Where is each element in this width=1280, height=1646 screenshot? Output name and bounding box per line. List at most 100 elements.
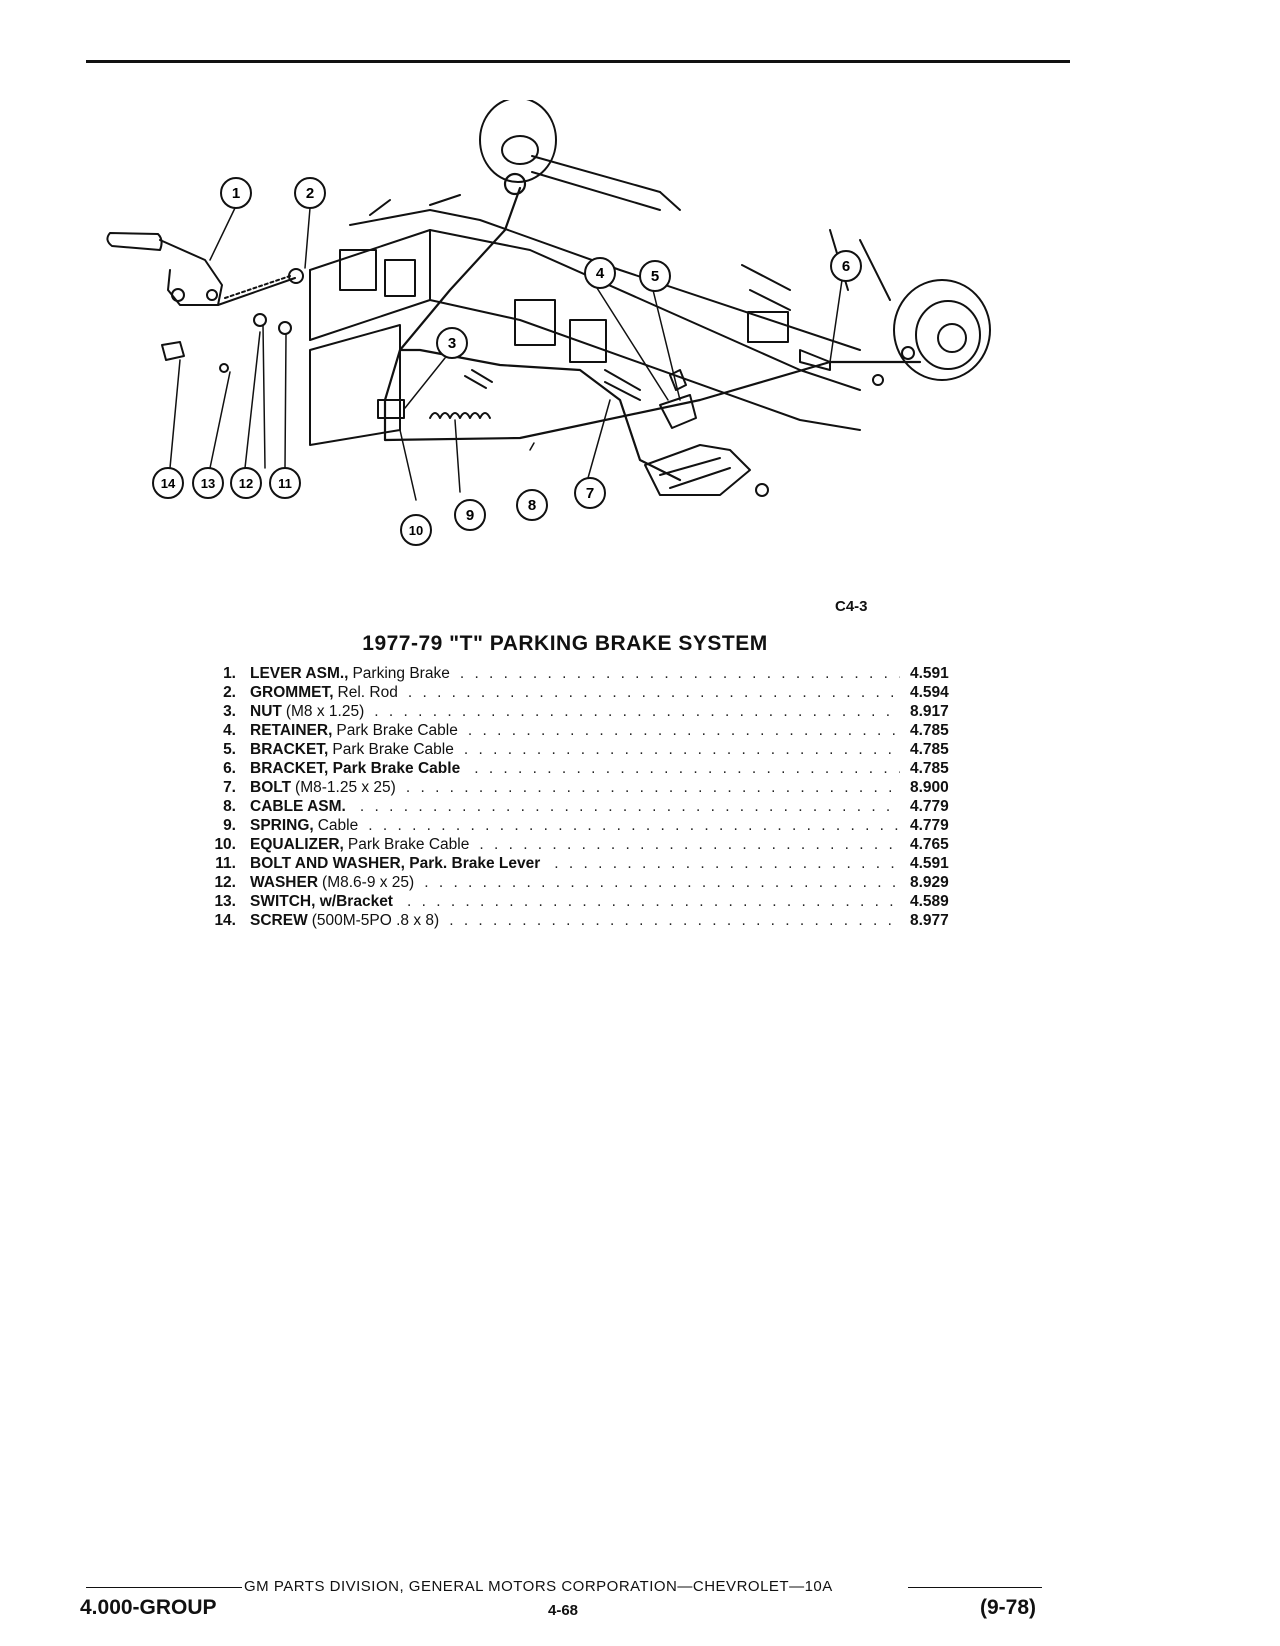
part-name: BRACKET, Park Brake Cable xyxy=(250,760,461,777)
list-item: 8. CABLE ASM. 4.779 xyxy=(190,797,970,816)
top-rule xyxy=(86,60,1070,63)
svg-text:4: 4 xyxy=(596,265,605,282)
group-code: 4.785 xyxy=(910,722,949,739)
svg-text:13: 13 xyxy=(201,476,215,491)
footer-rule-right xyxy=(908,1587,1042,1588)
svg-text:11: 11 xyxy=(278,476,292,491)
part-description: Rel. Rod xyxy=(337,684,398,701)
part-name: LEVER ASM., xyxy=(250,665,349,682)
group-code: 4.785 xyxy=(910,760,949,777)
callout-11: 11 xyxy=(269,467,301,499)
part-name: SCREW xyxy=(250,912,308,929)
left-hardware xyxy=(161,268,304,373)
svg-text:5: 5 xyxy=(651,268,659,285)
part-number: 2. xyxy=(223,684,236,701)
callout-5: 5 xyxy=(639,260,671,292)
svg-text:12: 12 xyxy=(239,476,253,491)
list-item: 10. EQUALIZER, Park Brake Cable 4.765 xyxy=(190,835,970,854)
list-item: 3. NUT (M8 x 1.25) 8.917 xyxy=(190,702,970,721)
part-name: SPRING, xyxy=(250,817,314,834)
list-item: 13. SWITCH, w/Bracket 4.589 xyxy=(190,892,970,911)
part-number: 4. xyxy=(223,722,236,739)
callout-10: 10 xyxy=(400,514,432,546)
part-description: Park Brake Cable xyxy=(336,722,458,739)
callout-13: 13 xyxy=(192,467,224,499)
part-name: SWITCH, w/Bracket xyxy=(250,893,393,910)
part-number: 11. xyxy=(215,855,236,872)
list-item: 2. GROMMET, Rel. Rod 4.594 xyxy=(190,683,970,702)
list-item: 7. BOLT (M8-1.25 x 25) 8.900 xyxy=(190,778,970,797)
svg-text:1: 1 xyxy=(232,185,240,202)
svg-text:2: 2 xyxy=(306,185,314,202)
callout-9: 9 xyxy=(454,499,486,531)
leader-lines xyxy=(169,207,843,501)
svg-text:8: 8 xyxy=(528,497,536,514)
part-name: CABLE ASM. xyxy=(250,798,346,815)
footer-date: (9-78) xyxy=(980,1596,1037,1619)
brake-cable xyxy=(383,172,922,482)
dot-leader xyxy=(408,683,900,702)
svg-text:7: 7 xyxy=(586,485,594,502)
dot-leader xyxy=(460,664,900,683)
group-code: 4.591 xyxy=(910,855,949,872)
part-number: 3. xyxy=(223,703,236,720)
dot-leader xyxy=(368,816,900,835)
svg-text:3: 3 xyxy=(448,335,456,352)
callout-7: 7 xyxy=(574,477,606,509)
part-description: Park Brake Cable xyxy=(347,836,470,853)
part-description: (M8 x 1.25) xyxy=(285,703,365,720)
footer-division: GM PARTS DIVISION, GENERAL MOTORS CORPOR… xyxy=(244,1578,833,1595)
dot-leader xyxy=(407,892,900,911)
callout-12: 12 xyxy=(230,467,262,499)
part-name: EQUALIZER, xyxy=(250,836,344,853)
part-name: BOLT xyxy=(250,779,292,796)
dot-leader xyxy=(554,854,900,873)
callout-6: 6 xyxy=(830,250,862,282)
dot-leader xyxy=(374,702,900,721)
callout-1: 1 xyxy=(220,177,252,209)
equalizer-assembly xyxy=(377,369,493,419)
dot-leader xyxy=(464,740,900,759)
group-code: 8.977 xyxy=(910,912,949,929)
dot-leader xyxy=(449,911,900,930)
page-title: 1977-79 "T" PARKING BRAKE SYSTEM xyxy=(362,632,768,655)
part-description: Cable xyxy=(317,817,359,834)
group-code: 4.779 xyxy=(910,817,949,834)
dot-leader xyxy=(406,778,900,797)
part-name: BOLT AND WASHER, Park. Brake Lever xyxy=(250,855,541,872)
dot-leader xyxy=(474,759,900,778)
part-description: Park Brake Cable xyxy=(332,741,454,758)
group-code: 4.765 xyxy=(910,836,949,853)
list-item: 4. RETAINER, Park Brake Cable 4.785 xyxy=(190,721,970,740)
dot-leader xyxy=(468,721,900,740)
parking-brake-diagram: 1 2 3 4 5 6 7 8 9 10 11 12 13 14 xyxy=(106,100,991,546)
group-code: 8.900 xyxy=(910,779,949,796)
part-name: WASHER xyxy=(250,874,319,891)
footer-group: 4.000-GROUP xyxy=(80,1596,217,1619)
group-code: 8.917 xyxy=(910,703,949,720)
part-number: 13. xyxy=(214,893,236,910)
group-code: 4.594 xyxy=(910,684,949,701)
dot-leader xyxy=(424,873,900,892)
part-number: 12. xyxy=(214,874,236,891)
part-number: 9. xyxy=(223,817,236,834)
part-description: (M8.6-9 x 25) xyxy=(322,874,415,891)
part-name: RETAINER, xyxy=(250,722,333,739)
svg-text:6: 6 xyxy=(842,258,850,275)
right-drum xyxy=(829,229,991,381)
group-code: 4.591 xyxy=(910,665,949,682)
rear-axle xyxy=(479,100,681,211)
dot-leader xyxy=(479,835,900,854)
part-description: (M8-1.25 x 25) xyxy=(295,779,396,796)
part-number: 10. xyxy=(214,836,236,853)
part-number: 8. xyxy=(223,798,236,815)
list-item: 5. BRACKET, Park Brake Cable 4.785 xyxy=(190,740,970,759)
part-number: 5. xyxy=(223,741,236,758)
part-description: Parking Brake xyxy=(352,665,450,682)
footer-rule-left xyxy=(86,1587,242,1588)
list-item: 12. WASHER (M8.6-9 x 25) 8.929 xyxy=(190,873,970,892)
part-number: 14. xyxy=(214,912,236,929)
callout-3: 3 xyxy=(436,327,468,359)
group-code: 4.785 xyxy=(910,741,949,758)
list-item: 14. SCREW (500M-5PO .8 x 8) 8.977 xyxy=(190,911,970,930)
